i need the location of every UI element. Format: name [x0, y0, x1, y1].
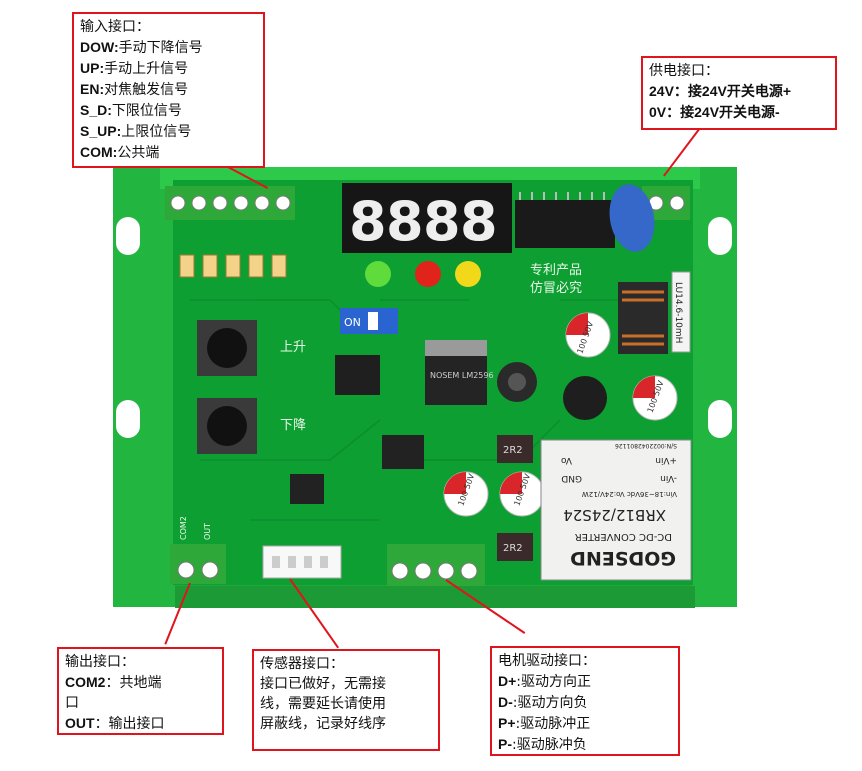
svg-text:8: 8	[423, 190, 461, 253]
driver-ic	[515, 200, 615, 248]
input-box-title: 输入接口：	[80, 19, 150, 35]
input-row-sup: S_UP:上限位信号	[80, 123, 192, 140]
led-red	[415, 261, 441, 287]
patent-text-2: 仿冒必究	[530, 281, 582, 296]
choke-label: LU14.6-10mH	[673, 282, 683, 343]
enclosure-bottom	[175, 586, 695, 608]
mount-slot	[708, 217, 732, 255]
dcdc-gnd: GND	[561, 473, 582, 483]
motor-interface-box: 电机驱动接口： D+:驱动方向正 D-:驱动方向负 P+:驱动脉冲正 P-:驱动…	[490, 646, 680, 756]
sensor-box-title: 传感器接口：	[260, 656, 344, 672]
mount-slot	[116, 217, 140, 255]
input-row-dow: DOW:手动下降信号	[80, 39, 203, 56]
cap-black	[563, 376, 607, 420]
button-up-label: 上升	[280, 340, 306, 355]
dcdc-model: XRB12/24S24	[563, 506, 666, 524]
dip-label: ON	[344, 316, 361, 329]
power-row-24v: 24V：接24V开关电源+	[649, 83, 792, 99]
input-row-com: COM:公共端	[80, 144, 160, 161]
led-yellow	[455, 261, 481, 287]
dcdc-spec: Vin:18~36Vdc Vo:24V/12W	[582, 490, 677, 498]
led-green	[365, 261, 391, 287]
dcdc-brand: GODSEND	[570, 547, 676, 569]
dcdc-vo: Vo	[561, 455, 572, 465]
motor-row-pplus: P+:驱动脉冲正	[498, 715, 591, 732]
svg-text:8: 8	[349, 190, 387, 253]
dcdc-pin1: +Vin	[655, 455, 677, 465]
common-mode-choke	[618, 282, 668, 354]
power-interface-box: 供电接口： 24V：接24V开关电源+ 0V：接24V开关电源-	[641, 56, 837, 130]
inductor2-text: 2R2	[503, 543, 523, 554]
motor-row-dplus: D+:驱动方向正	[498, 673, 592, 690]
lm2596-chip	[425, 355, 487, 405]
power-box-title: 供电接口：	[649, 63, 719, 79]
dcdc-module	[540, 439, 692, 581]
power-row-0v: 0V：接24V开关电源-	[649, 104, 780, 120]
input-row-en: EN:对焦触发信号	[80, 81, 189, 98]
output-row-out: OUT：输出接口	[65, 715, 165, 732]
out-silk: OUT	[203, 523, 212, 540]
svg-text:8: 8	[386, 190, 424, 253]
motor-row-pminus: P-:驱动脉冲负	[498, 736, 587, 753]
output-terminal-block	[170, 544, 226, 584]
seven-segment-display	[342, 183, 512, 253]
input-terminal-block	[165, 186, 295, 220]
motor-row-dminus: D-:驱动方向负	[498, 694, 588, 711]
input-row-up: UP:手动上升信号	[80, 60, 189, 77]
output-box-title: 输出接口：	[65, 654, 135, 670]
output-row-wrap: 口	[65, 695, 79, 711]
input-row-sd: S_D:下限位信号	[80, 102, 182, 119]
patent-text-1: 专利产品	[530, 263, 582, 278]
mount-slot	[708, 400, 732, 438]
sensor-interface-box: 传感器接口： 接口已做好，无需接 线，需要延长请使用 屏蔽线，记录好线序	[252, 649, 440, 751]
button-down-label: 下降	[280, 418, 306, 433]
ic-small-2	[290, 474, 324, 504]
motor-box-title: 电机驱动接口：	[498, 653, 596, 669]
output-interface-box: 输出接口： COM2：共地端 口 OUT：输出接口	[57, 647, 224, 735]
inductor-2r2-top	[497, 435, 533, 463]
mount-slot	[116, 400, 140, 438]
sensor-line-2: 线，需要延长请使用	[260, 696, 386, 712]
mcu-chip	[335, 355, 380, 395]
sensor-line-1: 接口已做好，无需接	[260, 676, 386, 692]
com2-silk: COM2	[179, 516, 188, 540]
dcdc-pin2: -Vin	[660, 473, 677, 483]
input-interface-box: 输入接口： DOW:手动下降信号 UP:手动上升信号 EN:对焦触发信号 S_D…	[72, 12, 265, 168]
button-down-cap	[207, 406, 247, 446]
inductor1-text: 2R2	[503, 445, 523, 456]
blue-capacitor	[609, 184, 655, 252]
inductor-2r2-bottom	[497, 533, 533, 561]
lm2596-text: NOSEM LM2596	[430, 371, 494, 380]
ic-small-1	[382, 435, 424, 469]
dcdc-sn: S/N:0022042801126	[615, 442, 677, 449]
output-row-com2: COM2：共地端	[65, 674, 162, 691]
svg-text:8: 8	[460, 190, 498, 253]
button-up-cap	[207, 328, 247, 368]
sensor-line-3: 屏蔽线，记录好线序	[260, 716, 386, 732]
dcdc-type: DC-DC CONVERTER	[575, 531, 672, 542]
